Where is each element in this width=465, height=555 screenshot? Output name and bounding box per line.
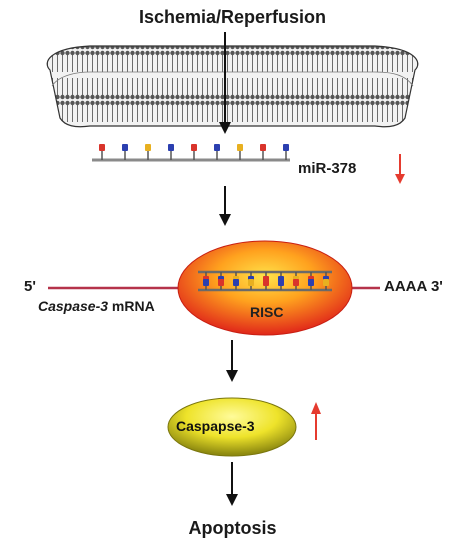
ischemia-reperfusion-label: Ischemia/Reperfusion [138, 7, 327, 27]
cell-membrane [46, 45, 419, 128]
arrow-caspase-to-apoptosis [226, 462, 238, 506]
apoptosis-label: Apoptosis [188, 518, 277, 538]
gene-name: Caspase-3 [38, 298, 109, 314]
nucleotide-base [214, 144, 220, 151]
risc-complex [177, 240, 353, 336]
nucleotide-base [191, 144, 197, 151]
nucleotide-base [248, 279, 254, 286]
nucleotide-base [168, 144, 174, 151]
five-prime-label: 5' [24, 278, 36, 295]
nucleotide-base [278, 279, 284, 286]
mirna-strand [92, 144, 290, 162]
nucleotide-base [308, 279, 314, 286]
caspase3-protein [167, 397, 297, 457]
nucleotide-base [122, 144, 128, 151]
mrna-suffix: mRNA [108, 298, 155, 314]
mrna-label: Caspase-3 mRNA [38, 298, 155, 314]
nucleotide-base [218, 279, 224, 286]
risc-label: RISC [250, 304, 284, 320]
nucleotide-base [263, 279, 269, 286]
arrow-mirna-to-risc [219, 186, 231, 226]
mirna-mrna-duplex [198, 270, 332, 292]
arrow-ir-to-mirna [219, 32, 231, 134]
nucleotide-base [145, 144, 151, 151]
poly-a-three-prime-label: AAAA 3' [384, 278, 443, 295]
nucleotide-base [99, 144, 105, 151]
caspase-label: Caspapse-3 [176, 418, 255, 434]
nucleotide-base [237, 144, 243, 151]
arrow-risc-to-caspase [226, 340, 238, 382]
caspase-up-arrow [311, 402, 321, 440]
nucleotide-base [260, 144, 266, 151]
mirna-down-arrow [395, 154, 405, 184]
nucleotide-base [233, 279, 239, 286]
mirna-label: miR-378 [298, 160, 357, 177]
nucleotide-base [203, 279, 209, 286]
nucleotide-base [283, 144, 289, 151]
nucleotide-base [293, 279, 299, 286]
nucleotide-base [323, 279, 329, 286]
